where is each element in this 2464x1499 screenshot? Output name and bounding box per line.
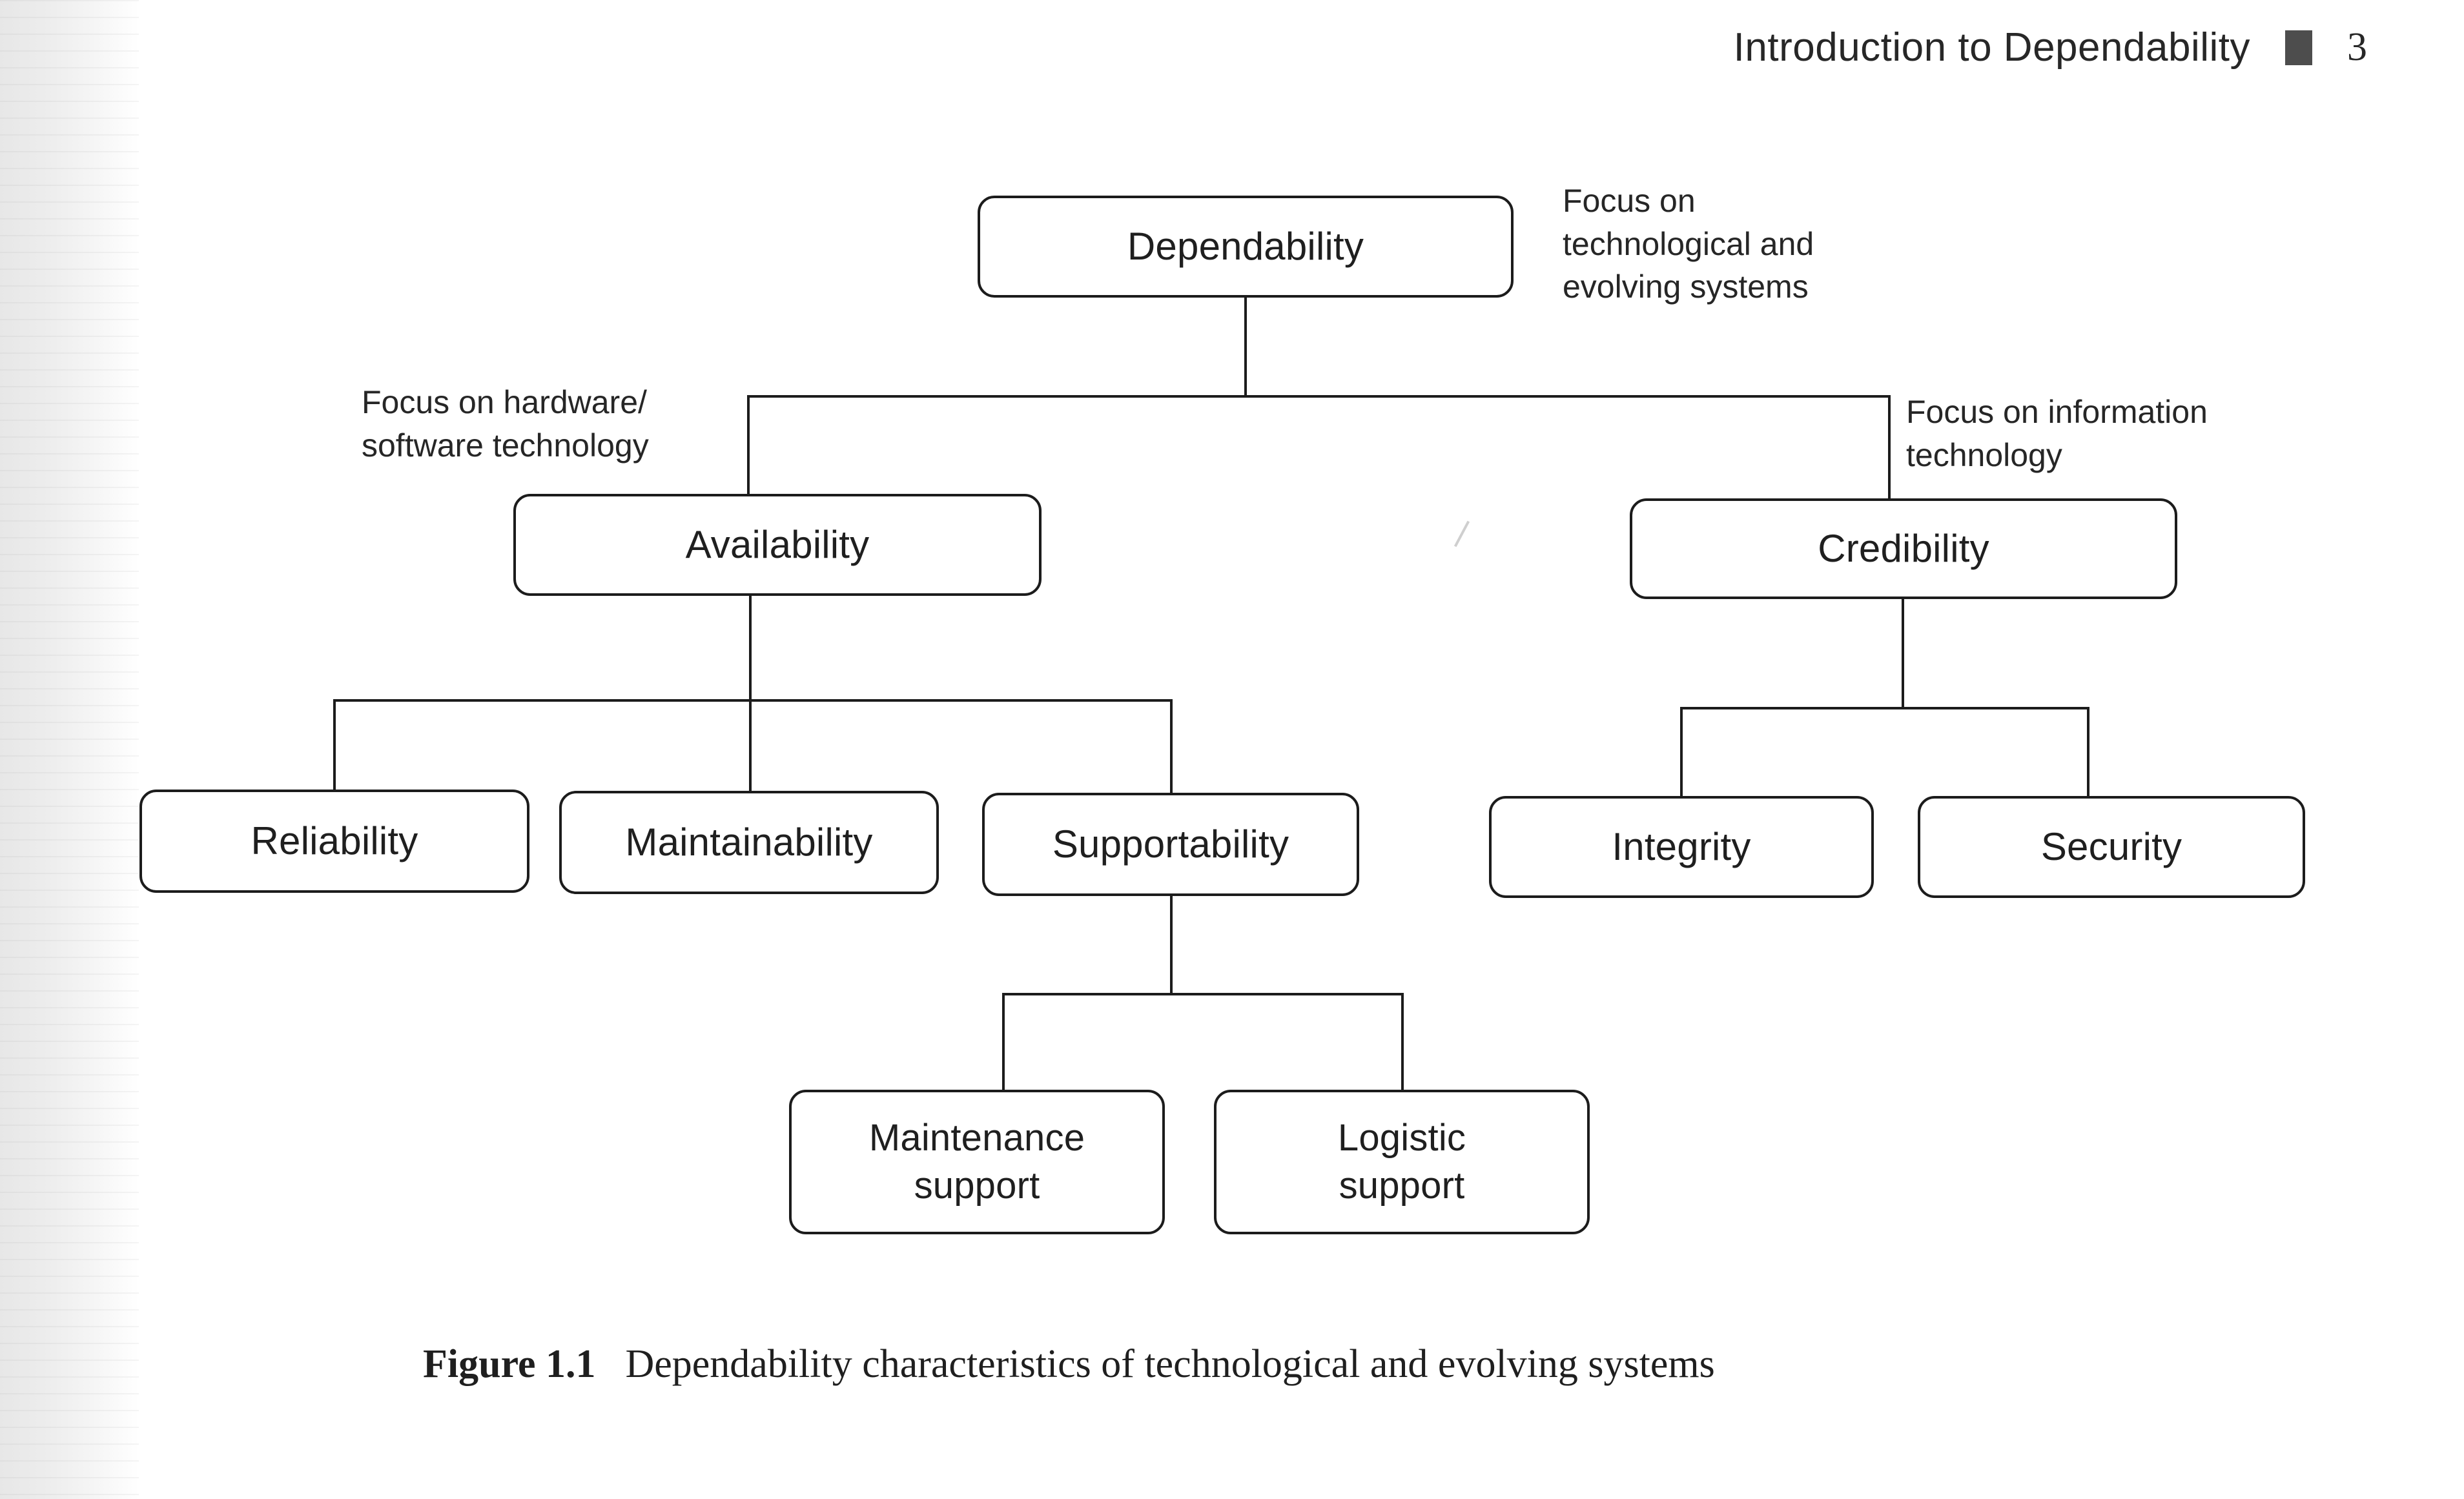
node-label-maintainability: Maintainability <box>625 820 873 864</box>
edge-bus-to-maintainability <box>749 699 752 791</box>
edge-bus-to-integrity <box>1680 707 1683 796</box>
annotation-dependability-focus: Focus on technological and evolving syst… <box>1563 179 1898 309</box>
node-integrity[interactable]: Integrity <box>1489 796 1874 898</box>
node-dependability[interactable]: Dependability <box>978 196 1514 298</box>
edge-availability-trunk <box>749 596 752 699</box>
node-supportability[interactable]: Supportability <box>982 793 1359 896</box>
running-head: Introduction to Dependability 3 <box>1734 25 2367 70</box>
node-label-maintenance-support: Maintenance support <box>868 1116 1085 1207</box>
node-label-availability: Availability <box>685 522 870 566</box>
node-maintenance-support[interactable]: Maintenance support <box>789 1090 1165 1234</box>
figure-caption-text: Dependability characteristics of technol… <box>625 1342 1715 1386</box>
node-security[interactable]: Security <box>1918 796 2305 898</box>
edge-bus-to-availability <box>747 395 750 495</box>
edge-credibility-trunk <box>1902 599 1904 707</box>
node-logistic-support[interactable]: Logistic support <box>1214 1090 1590 1234</box>
node-label-reliability: Reliability <box>251 819 418 862</box>
node-label-supportability: Supportability <box>1052 822 1289 866</box>
node-availability[interactable]: Availability <box>513 494 1042 596</box>
annotation-availability-focus-text: Focus on hardware/ software technology <box>362 384 649 464</box>
page-number: 3 <box>2347 25 2367 69</box>
edge-dependability-trunk <box>1244 298 1247 396</box>
node-reliability[interactable]: Reliability <box>139 790 529 893</box>
filled-square-icon <box>2285 30 2312 65</box>
annotation-credibility-focus: Focus on information technology <box>1906 391 2294 476</box>
node-label-security: Security <box>2040 824 2182 868</box>
edge-bus-to-supportability <box>1170 699 1173 793</box>
edge-bus-level1 <box>747 395 1891 398</box>
node-label-credibility: Credibility <box>1818 526 1989 570</box>
figure-caption: Figure 1.1 Dependability characteristics… <box>423 1341 2102 1387</box>
scan-artifact <box>1453 520 1470 547</box>
edge-bus-to-reliability <box>333 699 336 790</box>
edge-bus-to-maintenance-support <box>1002 993 1005 1091</box>
annotation-dependability-focus-text: Focus on technological and evolving syst… <box>1563 183 1814 305</box>
annotation-credibility-focus-text: Focus on information technology <box>1906 394 2208 473</box>
node-label-integrity: Integrity <box>1612 824 1751 868</box>
annotation-availability-focus: Focus on hardware/ software technology <box>362 381 762 467</box>
node-credibility[interactable]: Credibility <box>1630 498 2177 599</box>
edge-bus-credibility-children <box>1680 707 2089 709</box>
edge-bus-availability-children <box>333 699 1173 702</box>
node-label-dependability: Dependability <box>1127 224 1364 268</box>
node-maintainability[interactable]: Maintainability <box>559 791 939 894</box>
edge-supportability-trunk <box>1170 896 1173 993</box>
edge-bus-to-logistic-support <box>1401 993 1404 1091</box>
edge-bus-supportability-children <box>1002 993 1404 995</box>
edge-bus-to-security <box>2087 707 2089 796</box>
figure-caption-label: Figure 1.1 <box>423 1342 596 1386</box>
edge-bus-to-credibility <box>1888 395 1891 500</box>
running-head-title: Introduction to Dependability <box>1733 25 2250 70</box>
node-label-logistic-support: Logistic support <box>1337 1116 1466 1207</box>
